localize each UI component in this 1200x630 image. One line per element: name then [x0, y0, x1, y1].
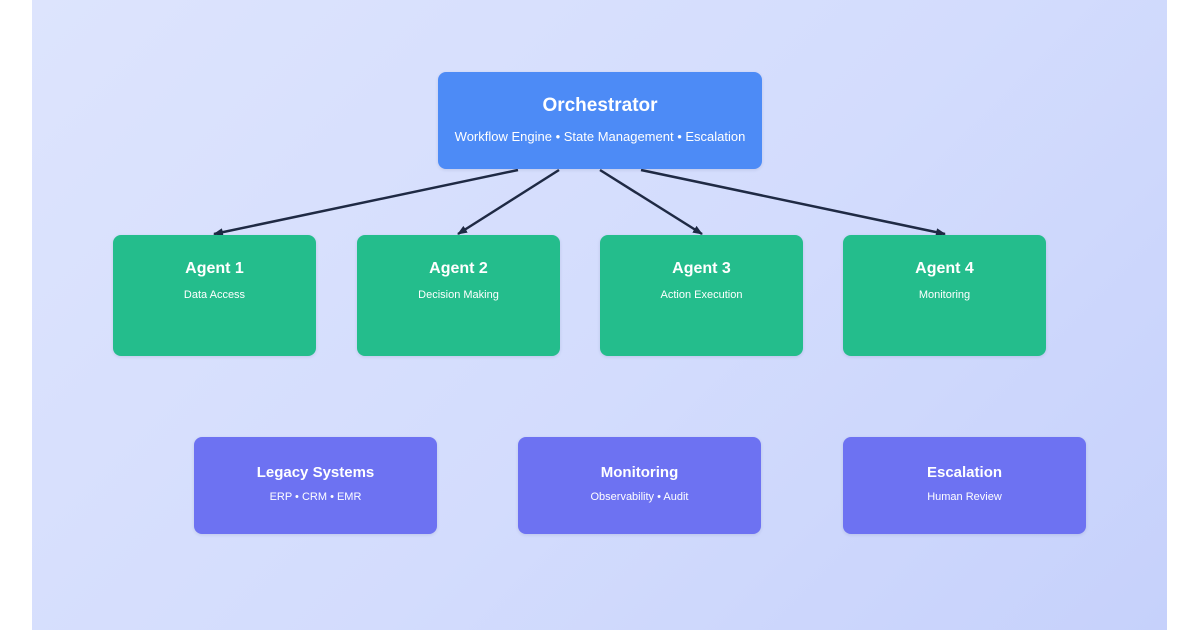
system-subtitle: Human Review — [927, 491, 1002, 503]
agent-subtitle: Decision Making — [418, 289, 499, 301]
agent-node-1: Agent 1 Data Access — [113, 235, 316, 356]
agent-title: Agent 4 — [915, 260, 974, 277]
agent-subtitle: Data Access — [183, 289, 246, 301]
system-node-monitoring: Monitoring Observability • Audit — [518, 437, 761, 534]
system-subtitle: ERP • CRM • EMR — [269, 491, 362, 503]
system-node-legacy: Legacy Systems ERP • CRM • EMR — [194, 437, 437, 534]
agent-title: Agent 2 — [429, 260, 488, 277]
agent-node-2: Agent 2 Decision Making — [357, 235, 560, 356]
agent-title: Agent 3 — [672, 260, 731, 277]
arrow-orchestrator-to-agent-4 — [640, 168, 946, 237]
arrow-orchestrator-to-agent-1 — [213, 168, 519, 237]
system-title: Monitoring — [600, 464, 679, 481]
orchestrator-node: Orchestrator Workflow Engine • State Man… — [438, 72, 762, 169]
agent-node-3: Agent 3 Action Execution — [600, 235, 803, 356]
system-subtitle: Observability • Audit — [590, 491, 689, 503]
system-title: Legacy Systems — [256, 464, 375, 481]
orchestrator-subtitle: Workflow Engine • State Management • Esc… — [454, 129, 746, 144]
agent-node-4: Agent 4 Monitoring — [843, 235, 1046, 356]
agent-subtitle: Action Execution — [660, 289, 743, 301]
system-node-escalation: Escalation Human Review — [843, 437, 1086, 534]
orchestrator-title: Orchestrator — [542, 95, 658, 116]
arrow-orchestrator-to-agent-2 — [457, 168, 560, 236]
system-title: Escalation — [926, 464, 1003, 481]
arrow-orchestrator-to-agent-3 — [599, 168, 703, 236]
agent-title: Agent 1 — [185, 260, 244, 277]
diagram-canvas: Orchestrator Workflow Engine • State Man… — [32, 0, 1167, 630]
agent-subtitle: Monitoring — [918, 289, 971, 301]
